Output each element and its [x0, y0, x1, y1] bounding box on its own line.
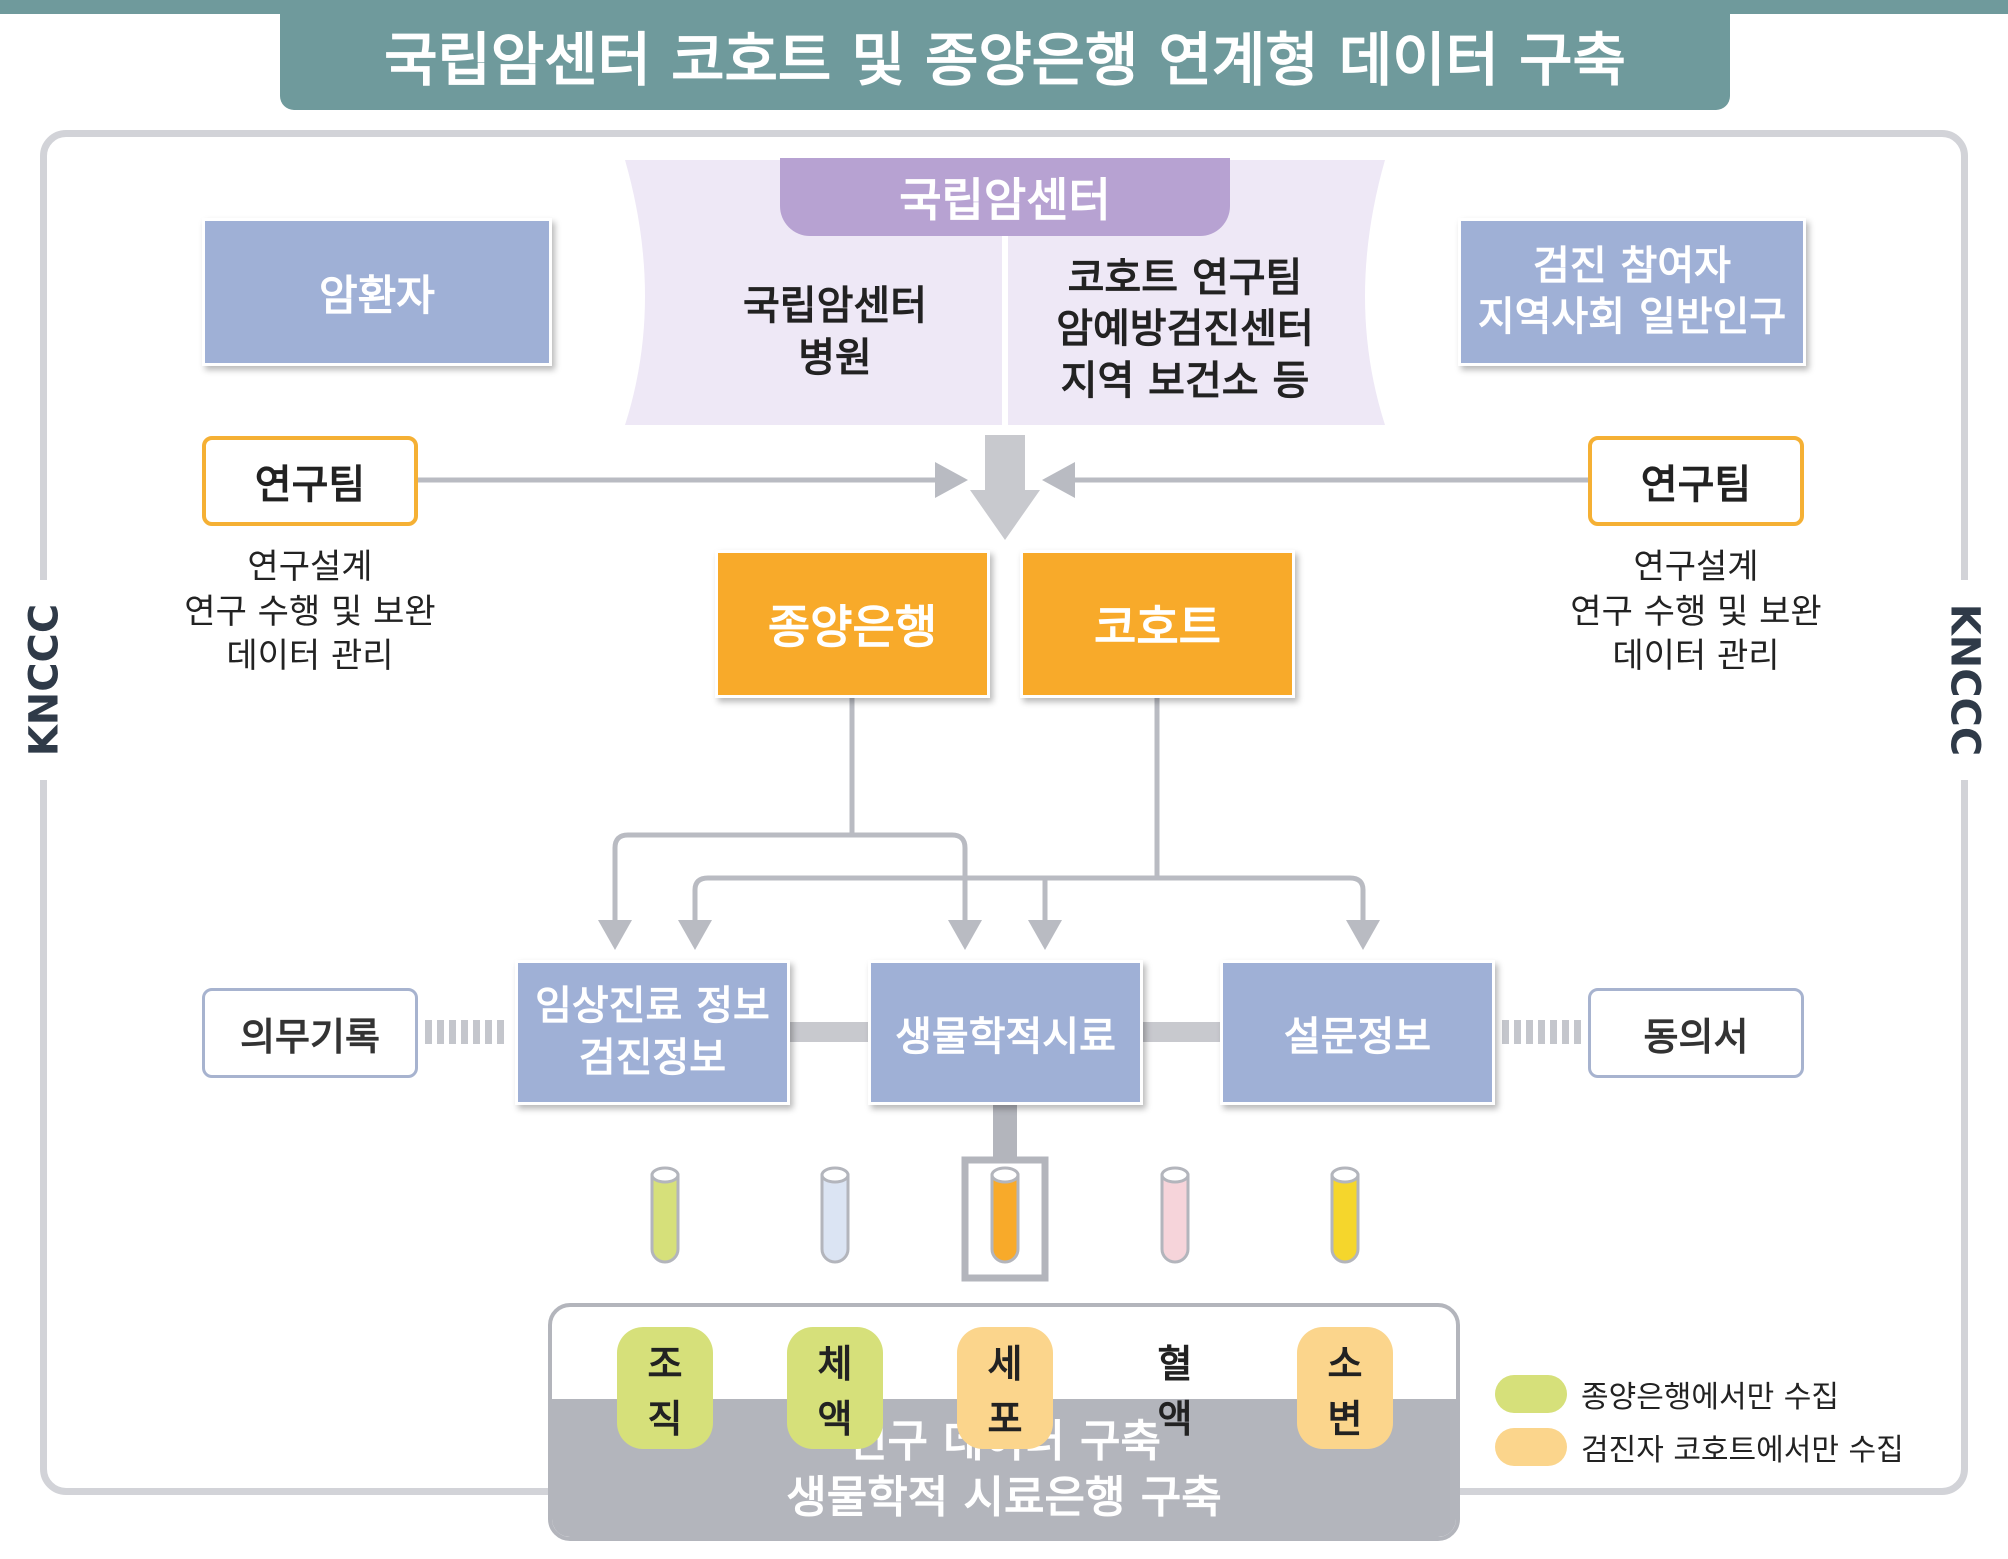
consent-form-label: 동의서 — [1643, 1014, 1749, 1059]
sample-tubes — [650, 1166, 1360, 1264]
research-team-right-desc: 연구설계 연구 수행 및 보완 데이터 관리 — [1570, 546, 1822, 677]
cancer-patient-label: 암환자 — [319, 270, 435, 320]
sample-tag-bodyfluid: 체액 — [787, 1327, 883, 1449]
arrow-to-bio-2 — [1028, 920, 1062, 950]
sample-tube-blood — [1160, 1166, 1190, 1264]
medical-record-box: 의무기록 — [202, 988, 418, 1078]
sample-tube-bodyfluid — [820, 1166, 850, 1264]
biological-sample-label: 생물학적시료 — [895, 1013, 1116, 1060]
sample-tube-urine — [1330, 1166, 1360, 1264]
sample-tag-blood-text: 혈액 — [1157, 1342, 1193, 1441]
medical-record-label: 의무기록 — [240, 1014, 380, 1059]
clinical-info-box: 임상진료 정보 검진정보 — [515, 960, 790, 1105]
sample-tag-blood: 혈액 — [1127, 1327, 1223, 1449]
arrow-to-clinical-2 — [678, 920, 712, 950]
consent-form-box: 동의서 — [1588, 988, 1804, 1078]
sample-tag-urine-text: 소변 — [1327, 1342, 1363, 1441]
arrow-to-bio-1 — [948, 920, 982, 950]
sample-tag-cell: 세포 — [957, 1327, 1053, 1449]
biological-sample-box: 생물학적시료 — [868, 960, 1143, 1105]
tumor-bank-label: 종양은행 — [767, 600, 938, 654]
tumor-branch — [612, 832, 968, 925]
sample-tube-cell — [990, 1166, 1020, 1264]
cohort-label: 코호트 — [1094, 600, 1221, 654]
center-right-text: 코호트 연구팀 암예방검진센터 지역 보건소 등 — [1056, 255, 1314, 404]
legend-tumor-only-label: 종양은행에서만 수집 — [1581, 1380, 1839, 1415]
tumor-bank-box: 종양은행 — [715, 550, 990, 698]
team-arrow-left — [935, 462, 968, 498]
research-team-right-label: 연구팀 — [1640, 462, 1752, 508]
sample-tube-tissue — [650, 1166, 680, 1264]
legend-tumor-only: 종양은행에서만 수집 — [1495, 1372, 1839, 1416]
kncc-label-right: KNCCC — [1936, 580, 1992, 780]
research-team-left-label: 연구팀 — [254, 462, 366, 508]
screening-participant-box: 검진 참여자 지역사회 일반인구 — [1458, 218, 1806, 366]
link-clinical-bio — [785, 1022, 870, 1042]
research-team-right: 연구팀 — [1588, 436, 1804, 526]
down-arrow-head — [970, 490, 1040, 540]
research-team-left: 연구팀 — [202, 436, 418, 526]
arrow-to-survey — [1346, 920, 1380, 950]
sample-tag-tissue-text: 조직 — [647, 1342, 683, 1441]
highlight-frame — [961, 1156, 1049, 1282]
center-header: 국립암센터 — [780, 158, 1230, 236]
survey-info-box: 설문정보 — [1220, 960, 1495, 1105]
cancer-patient-box: 암환자 — [202, 218, 552, 366]
cohort-box: 코호트 — [1020, 550, 1295, 698]
sample-tag-bodyfluid-text: 체액 — [817, 1342, 853, 1441]
page-title: 국립암센터 코호트 및 종양은행 연계형 데이터 구축 — [280, 0, 1730, 110]
center-header-text: 국립암센터 — [899, 173, 1111, 227]
kncc-label-left: KNCCC — [16, 580, 72, 780]
legend-swatch-orange — [1495, 1428, 1567, 1466]
center-left-text: 국립암센터 병원 — [743, 283, 927, 381]
sample-tag-cell-text: 세포 — [987, 1342, 1023, 1441]
team-arrow-right — [1042, 462, 1075, 498]
legend-cohort-only: 검진자 코호트에서만 수집 — [1495, 1425, 1904, 1469]
cohort-branch — [692, 875, 1366, 925]
link-bio-survey — [1140, 1022, 1225, 1042]
research-team-left-desc: 연구설계 연구 수행 및 보완 데이터 관리 — [184, 546, 436, 677]
survey-info-label: 설문정보 — [1283, 1013, 1432, 1060]
bio-stem — [993, 1105, 1017, 1160]
arrow-to-clinical-1 — [598, 920, 632, 950]
down-arrow-body — [985, 435, 1025, 493]
legend-cohort-only-label: 검진자 코호트에서만 수집 — [1581, 1433, 1904, 1468]
page-title-text: 국립암센터 코호트 및 종양은행 연계형 데이터 구축 — [384, 26, 1626, 94]
legend-swatch-green — [1495, 1375, 1567, 1413]
sample-tag-urine: 소변 — [1297, 1327, 1393, 1449]
sample-tag-tissue: 조직 — [617, 1327, 713, 1449]
